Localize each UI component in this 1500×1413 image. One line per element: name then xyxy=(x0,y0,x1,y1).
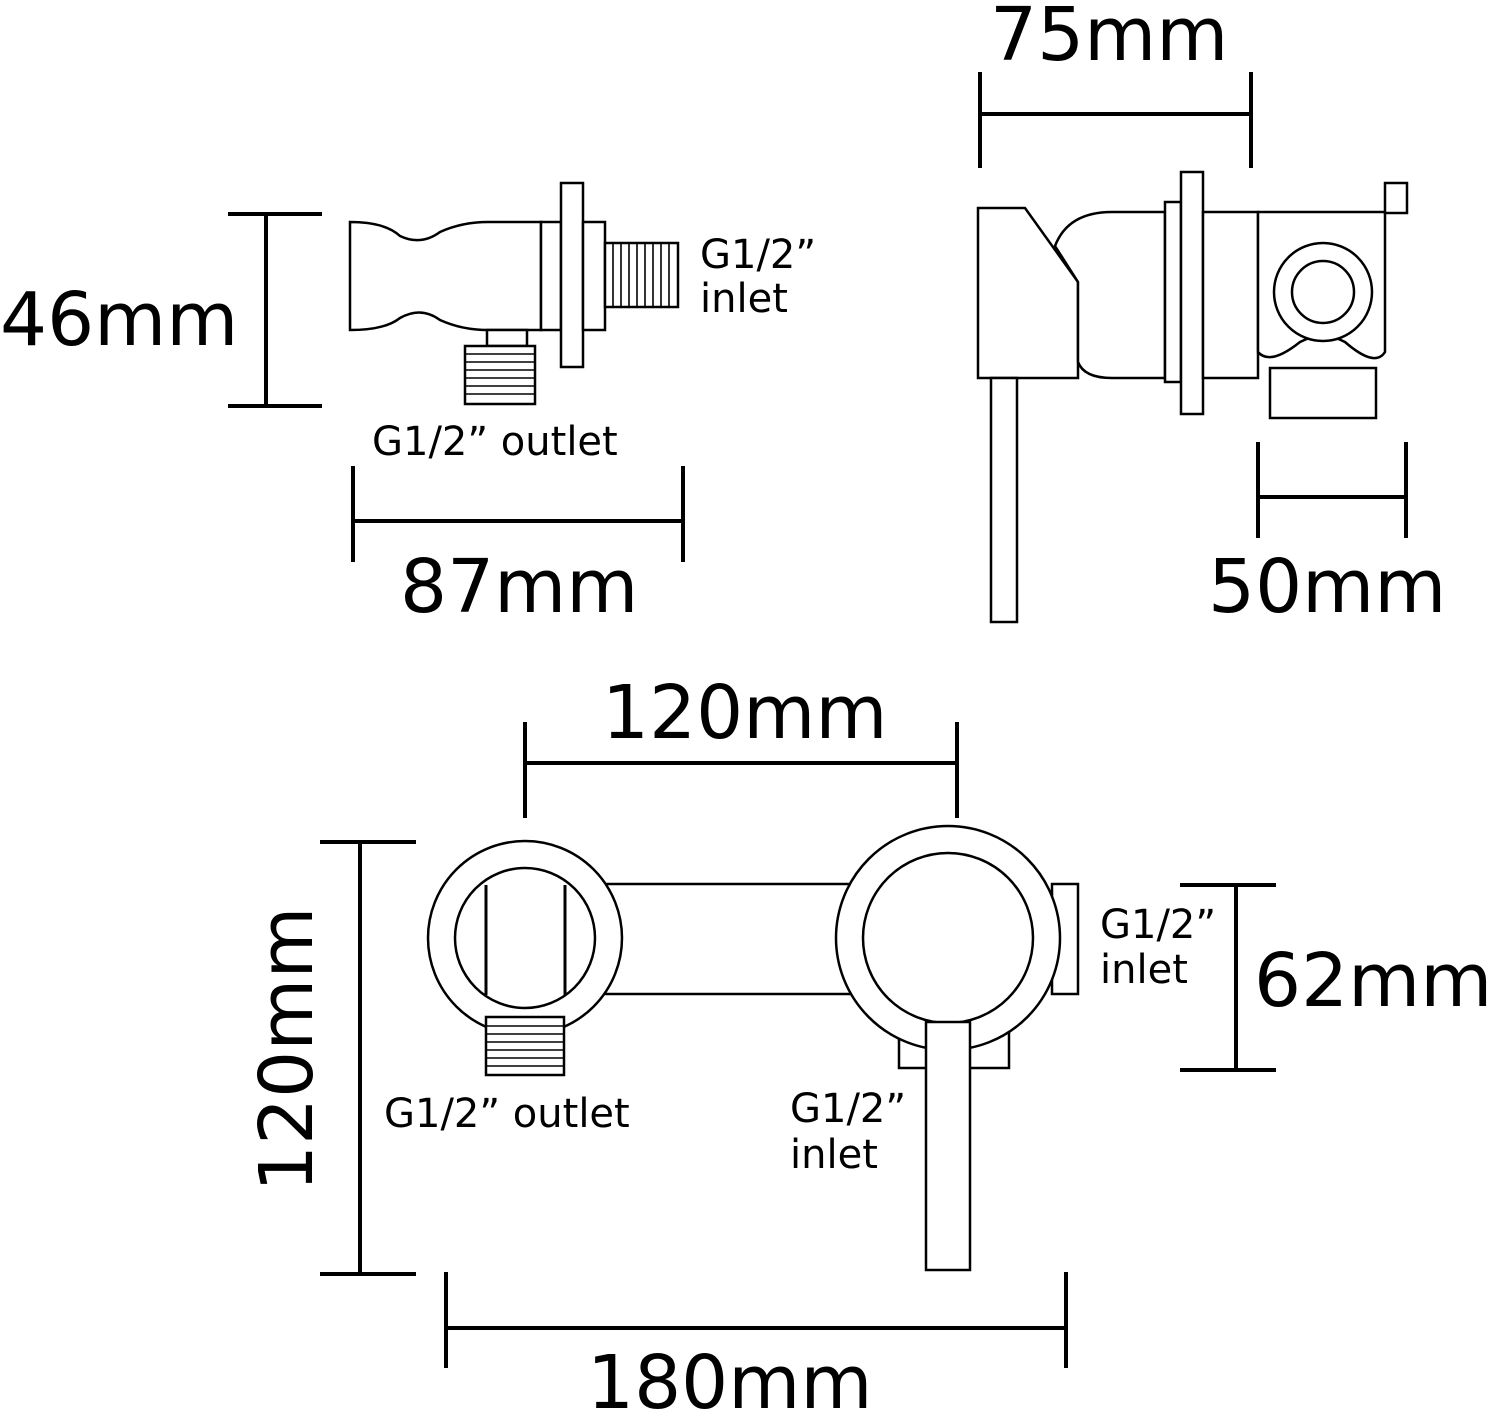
side-inlet-label-line2: inlet xyxy=(1100,947,1188,993)
top-left-view: 46mm xyxy=(0,181,816,630)
dimension-180mm: 180mm xyxy=(444,1272,1068,1413)
dim-50mm-label: 50mm xyxy=(1208,544,1446,630)
dimension-120mm-spacing: 120mm xyxy=(523,670,959,818)
front-view: 120mm 120mm xyxy=(244,670,1492,1413)
dimension-50mm: 50mm xyxy=(1208,442,1446,630)
dim-180mm-label: 180mm xyxy=(587,1340,872,1413)
inlet-thread-lines xyxy=(612,243,670,307)
dim-62mm-label: 62mm xyxy=(1254,938,1492,1024)
dim-120mm-spacing-label: 120mm xyxy=(602,670,887,756)
outlet-label: G1/2” outlet xyxy=(372,419,618,465)
dim-46mm-label: 46mm xyxy=(0,277,238,363)
holder-side-body xyxy=(348,181,680,406)
top-right-view: 75mm 50mm xyxy=(976,0,1446,630)
dimension-62mm: 62mm xyxy=(1180,883,1492,1072)
dim-87mm-label: 87mm xyxy=(400,544,638,630)
bottom-inlet-label-line1: G1/2” xyxy=(790,1086,906,1132)
dim-120mm-height-label: 120mm xyxy=(244,907,330,1192)
dim-75mm-label: 75mm xyxy=(990,0,1228,78)
front-outlet-thread-lines xyxy=(486,1025,564,1067)
inlet-label-line2: inlet xyxy=(700,276,788,322)
valve-side-body xyxy=(976,170,1409,624)
dimension-87mm: 87mm xyxy=(351,466,685,630)
dimension-120mm-height: 120mm xyxy=(244,840,416,1276)
front-body xyxy=(426,824,1080,1272)
outlet-thread-lines xyxy=(465,353,535,395)
bottom-inlet-label-line2: inlet xyxy=(790,1132,878,1178)
dimension-75mm: 75mm xyxy=(978,0,1253,168)
dimension-46mm: 46mm xyxy=(0,212,322,408)
front-outlet-label: G1/2” outlet xyxy=(384,1091,630,1137)
inlet-label-line1: G1/2” xyxy=(700,232,816,278)
side-inlet-label-line1: G1/2” xyxy=(1100,902,1216,948)
